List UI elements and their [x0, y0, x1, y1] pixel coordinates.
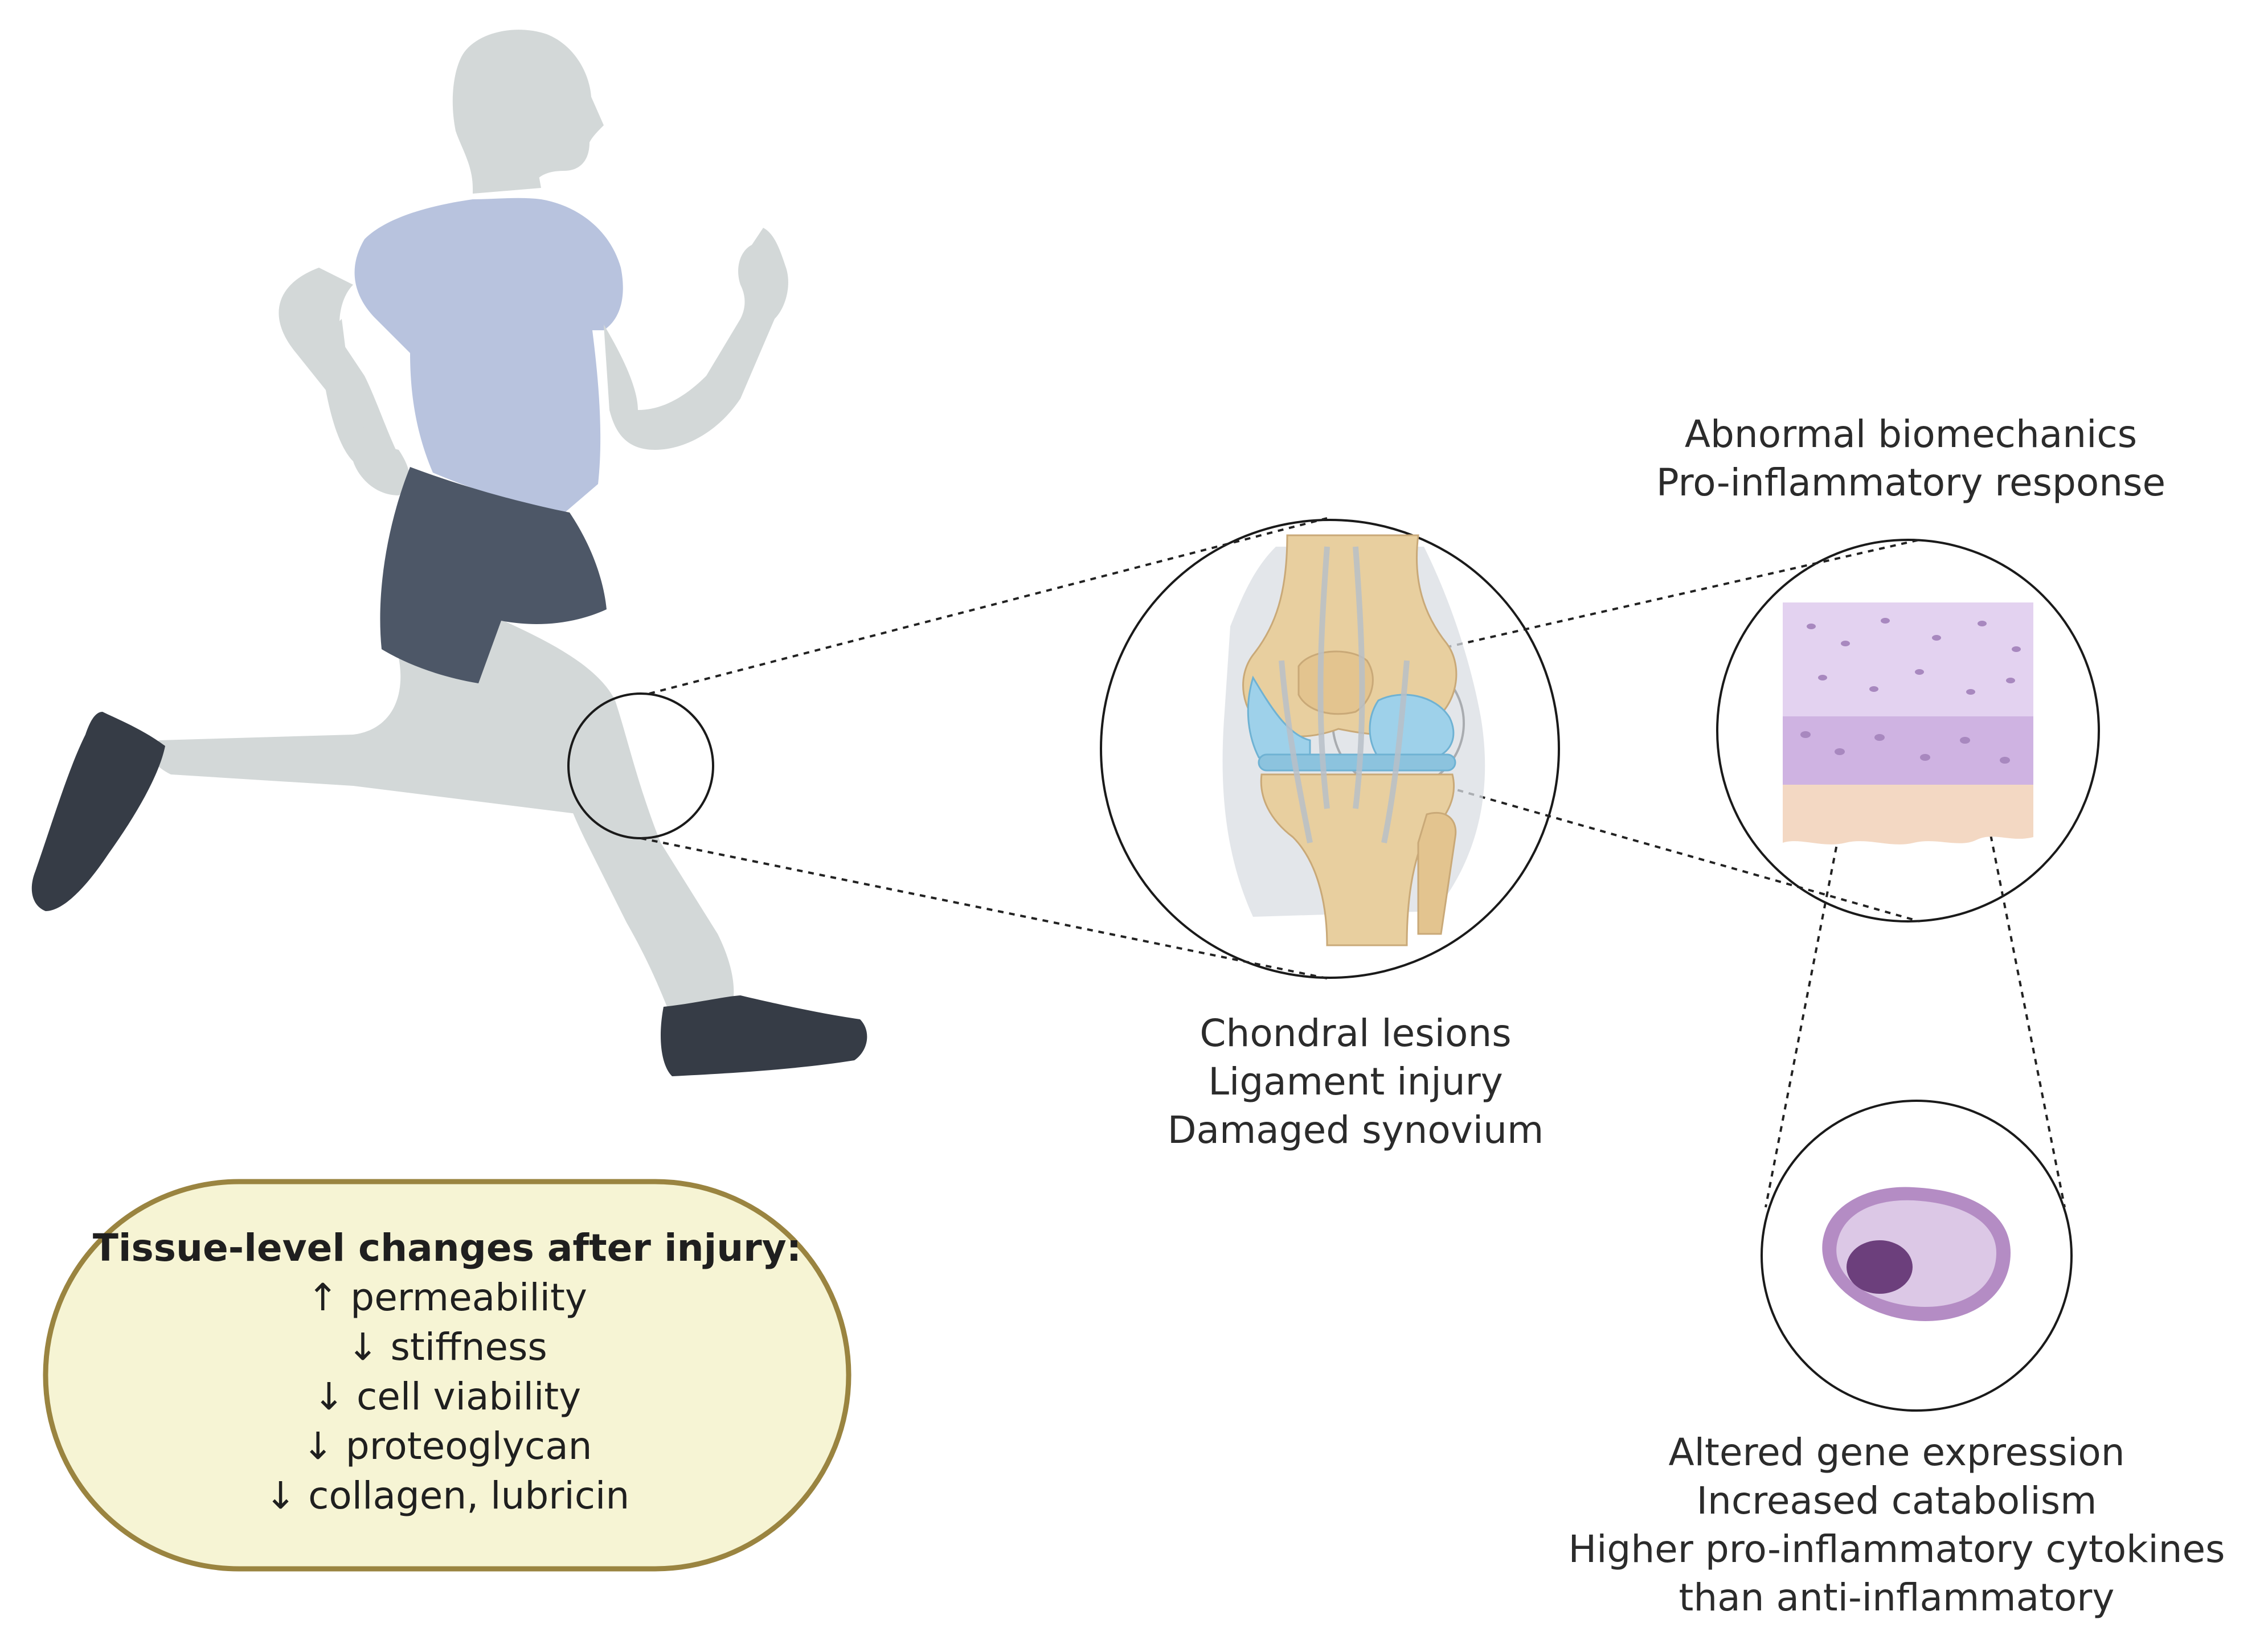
cell-nucleus [1847, 1240, 1913, 1294]
label-line: than anti-inflammatory [1679, 1576, 2115, 1620]
label-line: Damaged synovium [1167, 1108, 1544, 1152]
runner-back-shoe [31, 712, 166, 911]
label-line: Increased catabolism [1696, 1479, 2097, 1523]
runner-shirt [354, 198, 623, 518]
tissue-change-item: ↑ permeability [307, 1276, 587, 1319]
fibula-bone [1417, 811, 1457, 935]
tissue-change-item: ↓ stiffness [347, 1325, 547, 1369]
subchondral-bone [1783, 785, 2033, 844]
label-line: Chondral lesions [1199, 1011, 1512, 1055]
runner-back-forearm [319, 319, 410, 495]
label-line: Higher pro-inflammatory cytokines [1568, 1527, 2225, 1571]
superficial-zone [1783, 602, 2033, 716]
cartilage-right [1369, 694, 1455, 759]
runner-head [452, 30, 604, 188]
chondrocyte-cell-illustration [1822, 1187, 2011, 1321]
ligaments [1279, 546, 1410, 843]
zoom-connectors [640, 517, 2066, 1208]
tissue-circle [1716, 539, 2100, 923]
tissue-change-item: ↓ proteoglycan [302, 1424, 592, 1468]
cell-circle [1761, 1100, 2073, 1412]
tissue-change-item: ↓ collagen, lubricin [264, 1474, 630, 1518]
runner-figure [31, 30, 867, 1076]
runner-front-arm [604, 228, 788, 450]
knee-joint-circle [1100, 519, 1560, 979]
tissue-changes-text: Tissue-level changes after injury: ↑ per… [63, 1223, 832, 1520]
runner-back-leg [149, 581, 608, 814]
joint-damage-label: Chondral lesions Ligament injury Damaged… [1099, 1009, 1612, 1154]
label-line: Pro-inflammatory response [1656, 461, 2166, 505]
tissue-change-item: ↓ cell viability [313, 1375, 582, 1418]
deep-zone [1783, 716, 2033, 785]
runner-front-shoe [661, 995, 867, 1076]
tissue-changes-box [43, 1179, 851, 1572]
tissue-changes-title: Tissue-level changes after injury: [92, 1226, 802, 1270]
biomechanics-label: Abnormal biomechanics Pro-inflammatory r… [1583, 410, 2238, 507]
knee-joint-illustration [1222, 534, 1485, 946]
chondrocytes [1800, 618, 2021, 764]
runner-front-leg [467, 604, 734, 1019]
cell-changes-label: Altered gene expression Increased catabo… [1526, 1428, 2267, 1622]
label-line: Altered gene expression [1668, 1430, 2125, 1474]
label-line: Abnormal biomechanics [1684, 412, 2138, 456]
label-line: Ligament injury [1208, 1060, 1503, 1104]
runner-shorts [380, 467, 607, 683]
cartilage-tissue-illustration [1783, 602, 2033, 844]
